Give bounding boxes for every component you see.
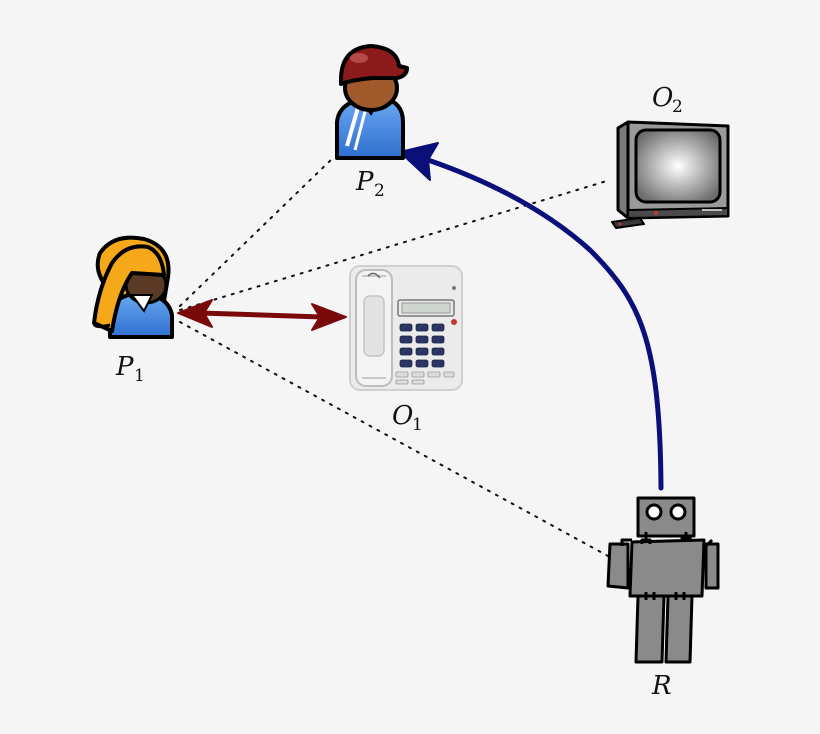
- label-r-main: R: [651, 671, 672, 701]
- label-p1-main: P: [115, 352, 134, 382]
- label-o1: O 1: [392, 401, 423, 435]
- interaction-arrow-head-left: [177, 299, 213, 328]
- label-p2-main: P: [355, 167, 374, 197]
- person-cap-icon: [335, 44, 409, 160]
- label-p2-sub: 2: [374, 181, 385, 201]
- label-p1-sub: 1: [134, 366, 145, 386]
- label-o2-sub: 2: [672, 97, 683, 117]
- dotted-line-p1-o2: [179, 179, 611, 311]
- motion-arrow: [399, 142, 664, 491]
- label-o1-sub: 1: [412, 415, 423, 435]
- motion-arrow-shaft: [425, 157, 664, 491]
- dotted-lines: [179, 155, 611, 557]
- interaction-arrow: [177, 299, 347, 331]
- robot-icon: [606, 496, 720, 664]
- motion-arrow-head: [399, 142, 439, 181]
- label-r: R: [651, 671, 672, 701]
- label-p1: P 1: [115, 352, 145, 386]
- television-icon: [611, 120, 730, 229]
- dotted-line-p1-r: [179, 321, 609, 557]
- dotted-line-p1-p2: [179, 155, 336, 307]
- interaction-arrow-head-right: [311, 303, 347, 331]
- label-o2-main: O: [652, 83, 673, 113]
- interaction-arrow-shaft: [199, 310, 323, 320]
- label-p2: P 2: [355, 167, 385, 201]
- label-o1-main: O: [392, 401, 413, 431]
- telephone-icon: [349, 265, 463, 391]
- person-female-icon: [92, 235, 174, 339]
- label-o2: O 2: [652, 83, 683, 117]
